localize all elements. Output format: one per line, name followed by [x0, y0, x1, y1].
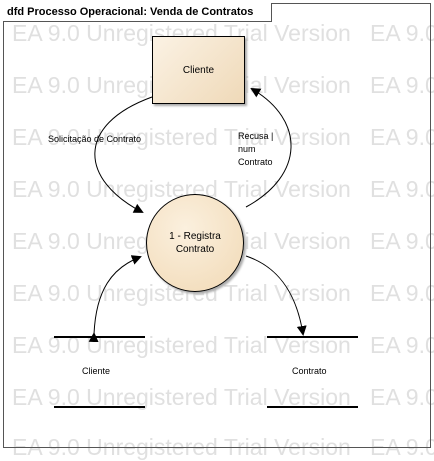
watermark-text: EA 9.0 Unregistered Trial Version — [12, 384, 351, 410]
external-entity-label: Cliente — [182, 64, 215, 76]
watermark-text: EA 9.0 — [370, 332, 434, 358]
flow-request-label: Solicitação de Contrato — [48, 134, 142, 144]
flow-request-arrow — [94, 96, 153, 213]
flow-response-arrow — [245, 87, 292, 208]
watermark-text: EA 9.0 — [370, 384, 434, 410]
flow-response-label-1: Recusa | — [238, 131, 274, 141]
diagram-canvas: EA 9.0 Unregistered Trial Version EA 9.0… — [3, 3, 434, 460]
external-entity-cliente[interactable]: Cliente — [152, 36, 245, 104]
datastore-contrato-label[interactable]: Contrato — [292, 366, 327, 376]
flow-store-contrato-arrow — [245, 255, 307, 336]
watermark-text: EA 9.0 — [370, 280, 434, 306]
watermark-text: EA 9.0 — [370, 176, 434, 202]
watermark-text: EA 9.0 — [370, 124, 434, 150]
flow-response-label-2: num — [238, 144, 256, 154]
watermark-text: EA 9.0 — [370, 20, 434, 46]
watermark-text: EA 9.0 — [370, 72, 434, 98]
diagram-title: dfd Processo Operacional: Venda de Contr… — [3, 3, 273, 22]
watermark-text: EA 9.0 — [370, 228, 434, 254]
flow-lines — [54, 87, 358, 408]
watermark-text: EA 9.0 Unregistered Trial Version — [12, 124, 351, 150]
datastore-cliente-label[interactable]: Cliente — [82, 366, 111, 376]
flow-response-label-3: Contrato — [238, 157, 273, 167]
process-label: 1 - Registra Contrato — [169, 231, 221, 255]
flow-store-cliente-arrow — [88, 255, 142, 343]
process-registra-contrato[interactable]: 1 - Registra Contrato — [146, 194, 244, 292]
